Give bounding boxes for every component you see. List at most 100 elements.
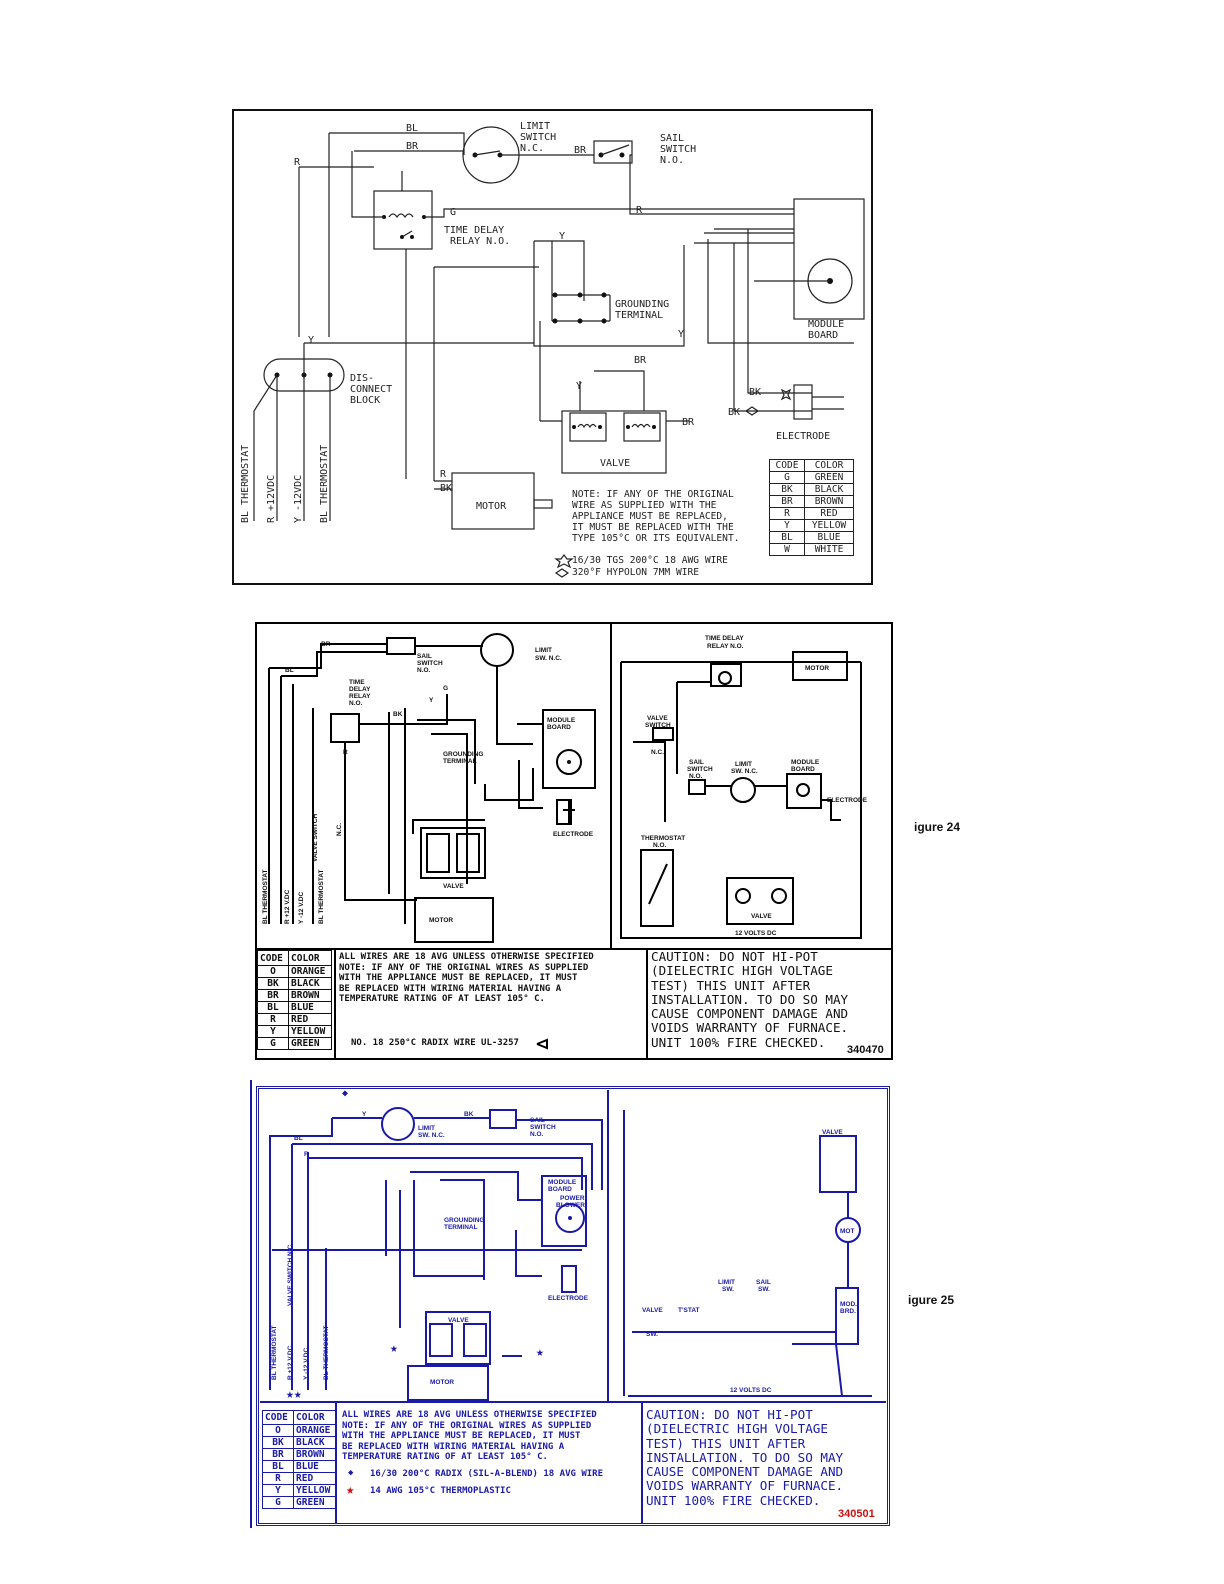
- terminal-label: Y -12VDC: [293, 475, 304, 523]
- limit-switch-label: N.C.: [520, 143, 544, 154]
- time-delay-relay-label: N.O.: [349, 700, 363, 707]
- r-module-label: MOD.: [840, 1301, 857, 1308]
- figure-24-caption: igure 24: [914, 820, 961, 834]
- grounding-terminal-label: TERMINAL: [443, 758, 477, 765]
- r-valve-label: VALVE: [751, 913, 772, 920]
- power-blower-label: POWER: [560, 1195, 585, 1202]
- r-valve-label: VALVE: [822, 1129, 843, 1136]
- diagram3-caution: CAUTION: DO NOT HI-POT (DIELECTRIC HIGH …: [646, 1407, 844, 1508]
- module-board-label: MODULE: [547, 717, 576, 724]
- sail-switch-label: SAIL: [417, 653, 432, 660]
- wire-label: Y: [678, 329, 684, 340]
- diagram3-legend-2: 14 AWG 105°C THERMOPLASTIC: [370, 1486, 511, 1496]
- r-volts-label: 12 VOLTS DC: [735, 930, 777, 937]
- diagram3-part-number: 340501: [838, 1508, 875, 1520]
- r-valve-switch-symbol: [652, 727, 674, 741]
- wire-label: R: [636, 205, 643, 216]
- r-valve-switch-label: SWITCH: [645, 722, 671, 729]
- r-time-delay-relay-symbol: [710, 663, 742, 687]
- code-cell: BK: [257, 977, 289, 990]
- r-sail-switch-label: N.O.: [689, 773, 703, 780]
- wire-label: G: [450, 207, 456, 218]
- terminal-label: R +12 V.DC: [287, 1345, 294, 1380]
- wire-label: BL: [406, 123, 418, 134]
- code-cell: BR: [769, 495, 805, 508]
- code-cell: BK: [262, 1436, 294, 1449]
- sail-switch-label: SWITCH: [660, 144, 696, 155]
- diagram2-note: ALL WIRES ARE 18 AVG UNLESS OTHERWISE SP…: [339, 952, 594, 1005]
- star-marker-icon: [780, 388, 792, 401]
- code-header: CODE: [769, 459, 805, 472]
- module-board-label: BOARD: [808, 330, 838, 341]
- wire-label: BK: [749, 387, 761, 398]
- color-cell: BLACK: [288, 977, 332, 990]
- terminal-label: R +12 V.DC: [284, 889, 291, 924]
- color-cell: BROWN: [804, 495, 854, 508]
- color-cell: GREEN: [804, 471, 854, 484]
- r-volts-label: 12 VOLTS DC: [730, 1387, 772, 1394]
- valve-label: VALVE: [448, 1317, 469, 1324]
- diagram3-frame: [256, 1086, 890, 1526]
- motor-label: MOTOR: [429, 917, 453, 924]
- motor-symbol: [407, 1365, 489, 1401]
- limit-switch-label: LIMIT: [520, 121, 550, 132]
- wire-label: R: [440, 469, 447, 480]
- module-board-label: BOARD: [548, 1186, 572, 1193]
- r-sail-switch-symbol: [688, 779, 706, 795]
- electrode-label: ELECTRODE: [548, 1295, 589, 1302]
- color-cell: BLACK: [293, 1436, 337, 1449]
- color-cell: RED: [288, 1013, 332, 1026]
- sail-switch-label: SWITCH: [530, 1124, 556, 1131]
- electrode-symbol: [793, 384, 813, 420]
- code-cell: O: [257, 965, 289, 978]
- color-cell: WHITE: [804, 543, 854, 556]
- sail-switch-label: N.O.: [530, 1131, 544, 1138]
- sail-switch-symbol: [489, 1109, 517, 1129]
- r-limit-switch-label: LIMIT: [718, 1279, 735, 1286]
- red-star-legend-icon: ★: [346, 1482, 355, 1498]
- r-valve-switch-label: VALVE: [647, 715, 668, 722]
- diagram2-caution: CAUTION: DO NOT HI-POT (DIELECTRIC HIGH …: [651, 949, 849, 1050]
- color-header: COLOR: [804, 459, 854, 472]
- wire-label: BL: [285, 667, 294, 674]
- code-cell: O: [262, 1424, 294, 1437]
- valve-symbol: [561, 410, 667, 474]
- sail-switch-label: SWITCH: [417, 660, 443, 667]
- star-marker-icon: ★: [390, 1341, 398, 1356]
- disconnect-block-label: CONNECT: [350, 384, 392, 395]
- wire-label: R: [304, 1151, 309, 1158]
- grounding-terminal-label: TERMINAL: [444, 1224, 478, 1231]
- color-cell: BLACK: [804, 483, 854, 496]
- color-cell: RED: [804, 507, 854, 520]
- electrode-label: ELECTRODE: [553, 831, 594, 838]
- r-sail-switch-label: SW.: [758, 1286, 770, 1293]
- r-motor-label: MOT: [840, 1228, 854, 1235]
- limit-switch-label: SWITCH: [520, 132, 556, 143]
- wire-label: BK: [464, 1111, 474, 1118]
- terminal-label: BL THERMOSTAT: [240, 445, 251, 523]
- sail-switch-label: N.O.: [660, 155, 684, 166]
- wire-label: BK: [393, 711, 403, 718]
- figure-25-caption: igure 25: [908, 1293, 955, 1307]
- color-cell: ORANGE: [293, 1424, 337, 1437]
- time-delay-relay-symbol: [330, 713, 360, 743]
- r-thermostat-label: THERMOSTAT: [641, 835, 685, 842]
- code-cell: Y: [769, 519, 805, 532]
- limit-switch-symbol: [480, 633, 514, 667]
- grounding-terminal-label: GROUNDING: [443, 751, 483, 758]
- wire-label: BK: [440, 483, 452, 494]
- r-limit-switch-symbol: [730, 777, 756, 803]
- sail-switch-label: SAIL: [660, 133, 684, 144]
- electrode-symbol: [556, 799, 572, 825]
- star-marker-icon: ★: [536, 1345, 544, 1360]
- electrode-symbol: [561, 1265, 577, 1293]
- r-valve-switch-label: SW.: [646, 1331, 658, 1338]
- diamond-legend-icon: [554, 568, 570, 578]
- sail-switch-label: SAIL: [530, 1117, 545, 1124]
- motor-label: MOTOR: [430, 1379, 454, 1386]
- sail-switch-symbol: [386, 637, 416, 655]
- color-cell: BROWN: [288, 989, 332, 1002]
- grounding-terminal-label: TERMINAL: [615, 310, 663, 321]
- diagram1-legend-2: 320°F HYPOLON 7MM WIRE: [572, 567, 700, 578]
- wire-label: BR: [574, 145, 587, 156]
